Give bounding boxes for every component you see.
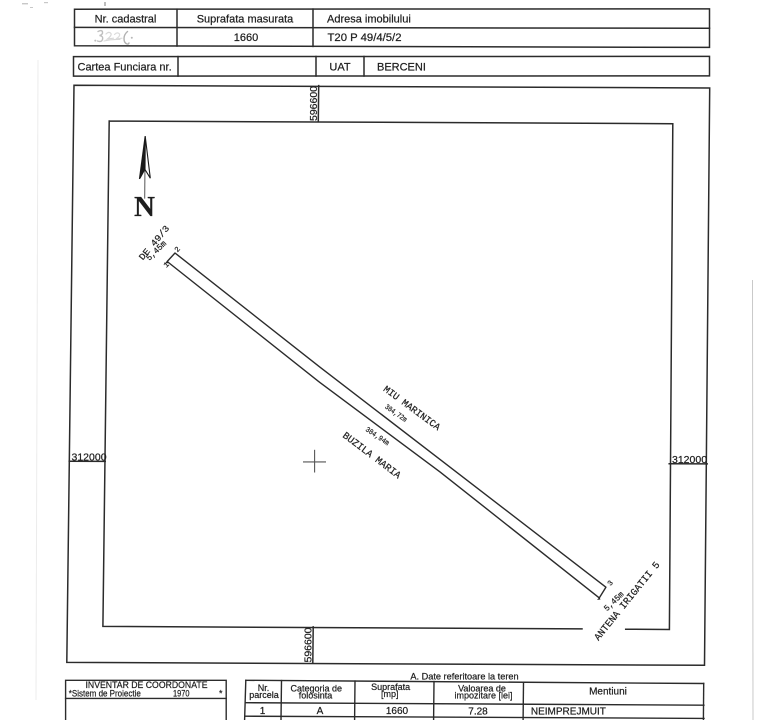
svg-text:N: N [134,191,155,223]
svg-text:Cartea Funciara nr.: Cartea Funciara nr. [78,61,172,73]
svg-text:Categoria de: Categoria de [291,684,343,694]
svg-text:parcela: parcela [249,690,279,700]
svg-text:A. Date referitoare la teren: A. Date referitoare la teren [410,671,518,681]
svg-text:1: 1 [163,261,172,270]
svg-text:1970: 1970 [173,688,190,698]
svg-text:[mp]: [mp] [381,689,399,699]
svg-text:UAT: UAT [329,61,350,73]
svg-text:1: 1 [260,706,266,717]
svg-text:impozitare [lei]: impozitare [lei] [454,690,512,700]
svg-text:Suprafata: Suprafata [371,682,410,692]
svg-text:NEIMPREJMUIT: NEIMPREJMUIT [531,707,606,718]
svg-text:*: * [219,689,223,699]
svg-text:596600: 596600 [308,86,320,121]
svg-text:596600: 596600 [303,627,315,662]
svg-text:Adresa imobilului: Adresa imobilului [327,13,411,25]
svg-text:Nr.: Nr. [258,683,270,693]
svg-text:312000: 312000 [672,454,707,466]
svg-text:3: 3 [607,579,616,588]
svg-text:Valoarea de: Valoarea de [458,684,506,694]
svg-text:Nr. cadastral: Nr. cadastral [95,13,157,25]
svg-text:A: A [317,706,324,717]
svg-text:Suprafata masurata: Suprafata masurata [197,13,294,25]
svg-text:Mentiuni: Mentiuni [589,687,627,698]
svg-text:312000: 312000 [72,451,107,463]
svg-text:BERCENI: BERCENI [377,61,426,73]
svg-text:*Sistem de Proiectie: *Sistem de Proiectie [69,688,141,698]
svg-text:1660: 1660 [386,706,409,717]
svg-text:INVENTAR DE COORDONATE: INVENTAR DE COORDONATE [86,680,208,691]
svg-text:2: 2 [174,246,183,255]
svg-text:folosinta: folosinta [299,690,333,700]
svg-text:1660: 1660 [234,32,258,44]
svg-text:7.28: 7.28 [468,706,488,717]
svg-text:T20 P 49/4/5/2: T20 P 49/4/5/2 [328,32,402,44]
